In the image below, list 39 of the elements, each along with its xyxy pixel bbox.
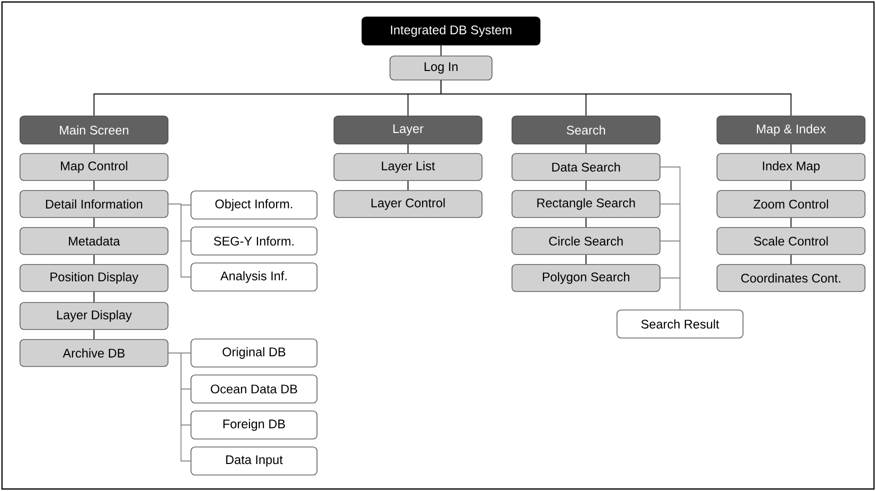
- menu-box: Layer Control: [334, 190, 482, 218]
- menu-box: Detail Information: [20, 190, 168, 218]
- menu-box: Polygon Search: [512, 264, 660, 292]
- sub-item-box: Analysis Inf.: [190, 262, 318, 292]
- sub-item-box: Foreign DB: [190, 410, 318, 440]
- connector-line: [440, 80, 792, 116]
- root-box: Integrated DB System: [362, 16, 540, 46]
- category-box: Layer: [334, 116, 482, 144]
- sub-item-box: Original DB: [190, 338, 318, 368]
- menu-box: Rectangle Search: [512, 190, 660, 218]
- connector-line: [168, 204, 192, 278]
- menu-box: Zoom Control: [716, 190, 866, 218]
- connector-line: [790, 254, 792, 265]
- menu-box: Coordinates Cont.: [716, 264, 866, 292]
- menu-box: Metadata: [20, 227, 168, 255]
- category-box: Map & Index: [716, 116, 866, 144]
- sub-item-box: Search Result: [616, 310, 744, 338]
- menu-box: Map Control: [20, 153, 168, 181]
- connector-line: [440, 44, 442, 56]
- sub-item-box: Ocean Data DB: [190, 374, 318, 404]
- category-box: Search: [512, 116, 660, 144]
- menu-box: Layer List: [334, 153, 482, 181]
- menu-box: Layer Display: [20, 302, 168, 330]
- connector-line: [790, 144, 792, 154]
- connector-line: [790, 180, 792, 191]
- menu-box: Log In: [390, 56, 492, 80]
- menu-box: Circle Search: [512, 227, 660, 255]
- menu-box: Archive DB: [20, 339, 168, 367]
- menu-box: Index Map: [716, 153, 866, 181]
- category-box: Main Screen: [20, 116, 168, 144]
- menu-box: Scale Control: [716, 227, 866, 255]
- connector-line: [790, 217, 792, 228]
- sub-item-box: Data Input: [190, 446, 318, 476]
- sub-item-box: Object Inform.: [190, 190, 318, 220]
- menu-box: Data Search: [512, 153, 660, 181]
- sub-item-box: SEG-Y Inform.: [190, 226, 318, 256]
- connector-line: [660, 278, 680, 310]
- connector-line: [168, 352, 192, 462]
- menu-box: Position Display: [20, 264, 168, 292]
